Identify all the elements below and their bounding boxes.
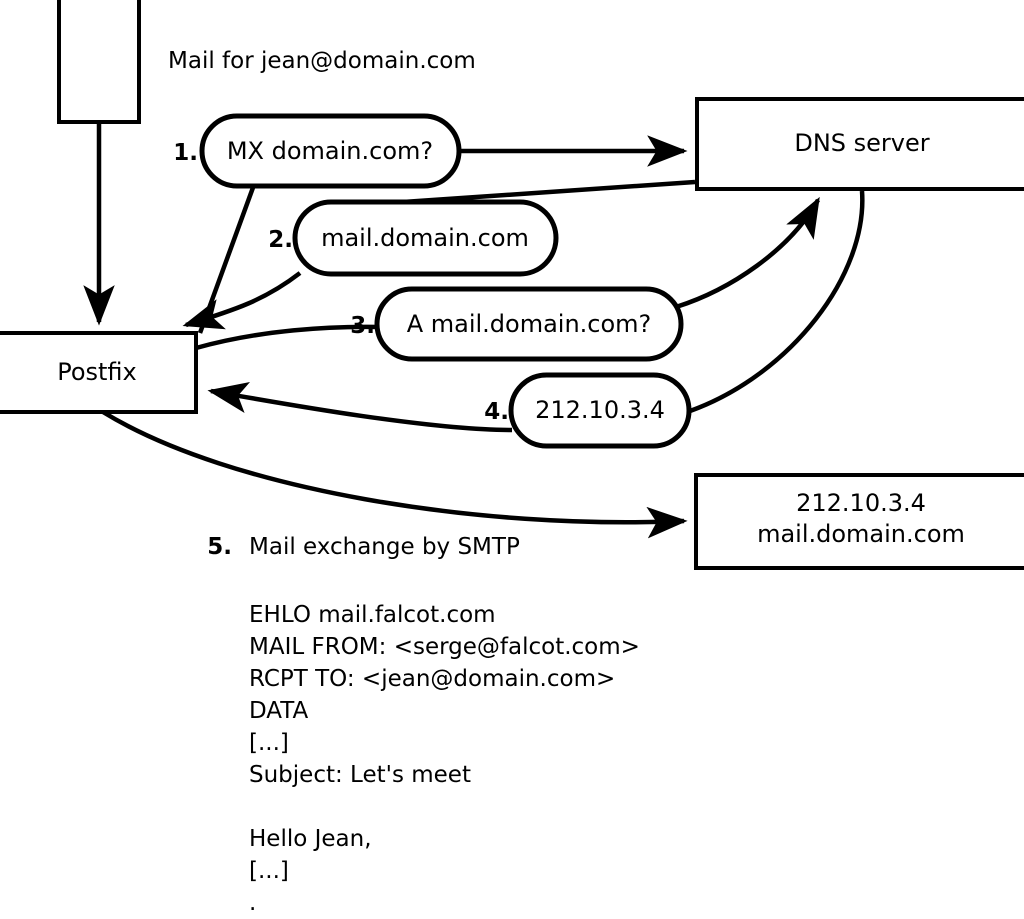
transcript-line: RCPT TO: <jean@domain.com> [249, 666, 615, 692]
edge-step4-to-postfix [207, 381, 513, 433]
step-4-bubble-shape [508, 372, 692, 449]
transcript-line: Hello Jean, [249, 826, 372, 852]
smtp-transcript: EHLO mail.falcot.com MAIL FROM: <serge@f… [249, 602, 640, 916]
edge-step2-to-postfix [182, 271, 302, 330]
node-client-box[interactable] [57, 0, 141, 124]
step-4-label: 212.10.3.4 [535, 396, 665, 424]
step-2-label: mail.domain.com [321, 224, 529, 252]
step-bubble-3[interactable]: 3. A mail.domain.com? [350, 286, 684, 362]
step-2-number: 2. [268, 227, 293, 253]
transcript-line: . [249, 890, 256, 916]
step-5-label: Mail exchange by SMTP [249, 534, 520, 560]
transcript-line: MAIL FROM: <serge@falcot.com> [249, 634, 640, 660]
node-remote-mx[interactable]: 212.10.3.4 mail.domain.com [694, 473, 1024, 570]
edge-step3-to-dns [675, 196, 820, 310]
step-4-number: 4. [484, 399, 509, 425]
node-postfix[interactable]: Postfix [0, 331, 198, 414]
step-2-bubble-shape [292, 199, 559, 277]
remote-mx-host-label: mail.domain.com [757, 520, 965, 548]
postfix-box-shape [0, 331, 198, 414]
dns-server-label: DNS server [794, 129, 929, 157]
edge-postfix-to-remote-mx [101, 410, 688, 539]
client-box-shape [57, 0, 141, 124]
step-3-bubble-shape [374, 286, 684, 362]
step-3-number: 3. [350, 313, 375, 339]
transcript-line: Subject: Let's meet [249, 762, 471, 788]
step-1-bubble-shape [199, 113, 462, 189]
step-bubble-2[interactable]: 2. mail.domain.com [268, 199, 559, 277]
diagram-title: Mail for jean@domain.com [168, 48, 476, 74]
transcript-line: [...] [249, 730, 289, 756]
remote-mx-box-shape [694, 473, 1024, 570]
step-5-number: 5. [207, 534, 232, 560]
step-bubble-4[interactable]: 4. 212.10.3.4 [484, 372, 692, 449]
transcript-line: EHLO mail.falcot.com [249, 602, 496, 628]
remote-mx-ip-label: 212.10.3.4 [796, 489, 926, 517]
postfix-label: Postfix [57, 358, 137, 386]
step-1-number: 1. [173, 140, 198, 166]
dns-server-box-shape [695, 97, 1024, 191]
edge-dns-to-step4 [689, 190, 865, 414]
node-dns-server[interactable]: DNS server [695, 97, 1024, 191]
transcript-line: DATA [249, 698, 309, 724]
transcript-line: [...] [249, 858, 289, 884]
edge-postfix-to-step3 [195, 324, 382, 351]
step-1-label: MX domain.com? [227, 137, 433, 165]
step-bubble-1[interactable]: 1. MX domain.com? [173, 113, 462, 189]
step-3-label: A mail.domain.com? [407, 310, 652, 338]
